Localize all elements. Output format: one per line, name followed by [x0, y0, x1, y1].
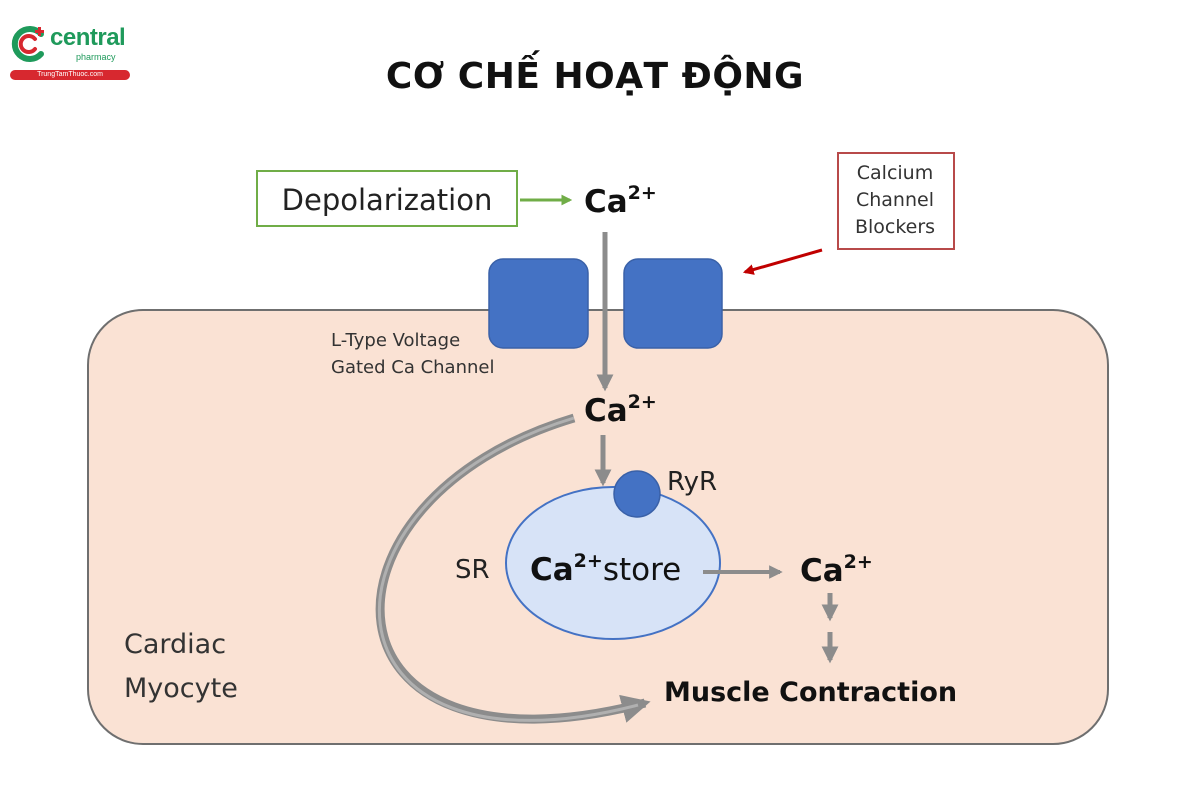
channel-right-block	[623, 258, 723, 349]
ca-extracellular: Ca2+	[584, 182, 657, 220]
muscle-contraction-label: Muscle Contraction	[664, 677, 957, 708]
cell-label-line-2: Myocyte	[124, 673, 238, 704]
sr-label: SR	[455, 555, 490, 585]
ccb-line-1: Calcium	[857, 162, 933, 184]
ca-intracellular: Ca2+	[584, 391, 657, 429]
brand-sub: pharmacy	[76, 52, 116, 62]
channel-label-line-2: Gated Ca Channel	[331, 357, 494, 378]
brand-url: TrungTamThuoc.com	[10, 70, 130, 80]
page-title: CƠ CHẾ HOẠT ĐỘNG	[385, 56, 805, 97]
ryr-circle	[613, 470, 661, 518]
brand-logo: central pharmacy TrungTamThuoc.com	[8, 22, 138, 82]
brand-name: central	[50, 24, 126, 51]
central-pharmacy-logo-icon	[11, 26, 44, 62]
ccb-line-3: Blockers	[855, 216, 935, 238]
ccb-arrow	[742, 248, 823, 275]
ca-released: Ca2+	[800, 551, 873, 589]
ccb-line-2: Channel	[856, 189, 934, 211]
curved-arrow-highlight	[378, 416, 639, 722]
ryr-label: RyR	[667, 467, 717, 497]
ccb-box	[837, 152, 955, 250]
ca-store-label: Ca2+store	[530, 550, 681, 588]
sr-ellipse	[505, 486, 721, 640]
depolarization-box	[256, 170, 518, 227]
channel-label-line-1: L-Type Voltage	[331, 330, 460, 351]
depolarization-label: Depolarization	[282, 183, 493, 217]
channel-left-block	[488, 258, 589, 349]
cell-label-line-1: Cardiac	[124, 629, 226, 660]
